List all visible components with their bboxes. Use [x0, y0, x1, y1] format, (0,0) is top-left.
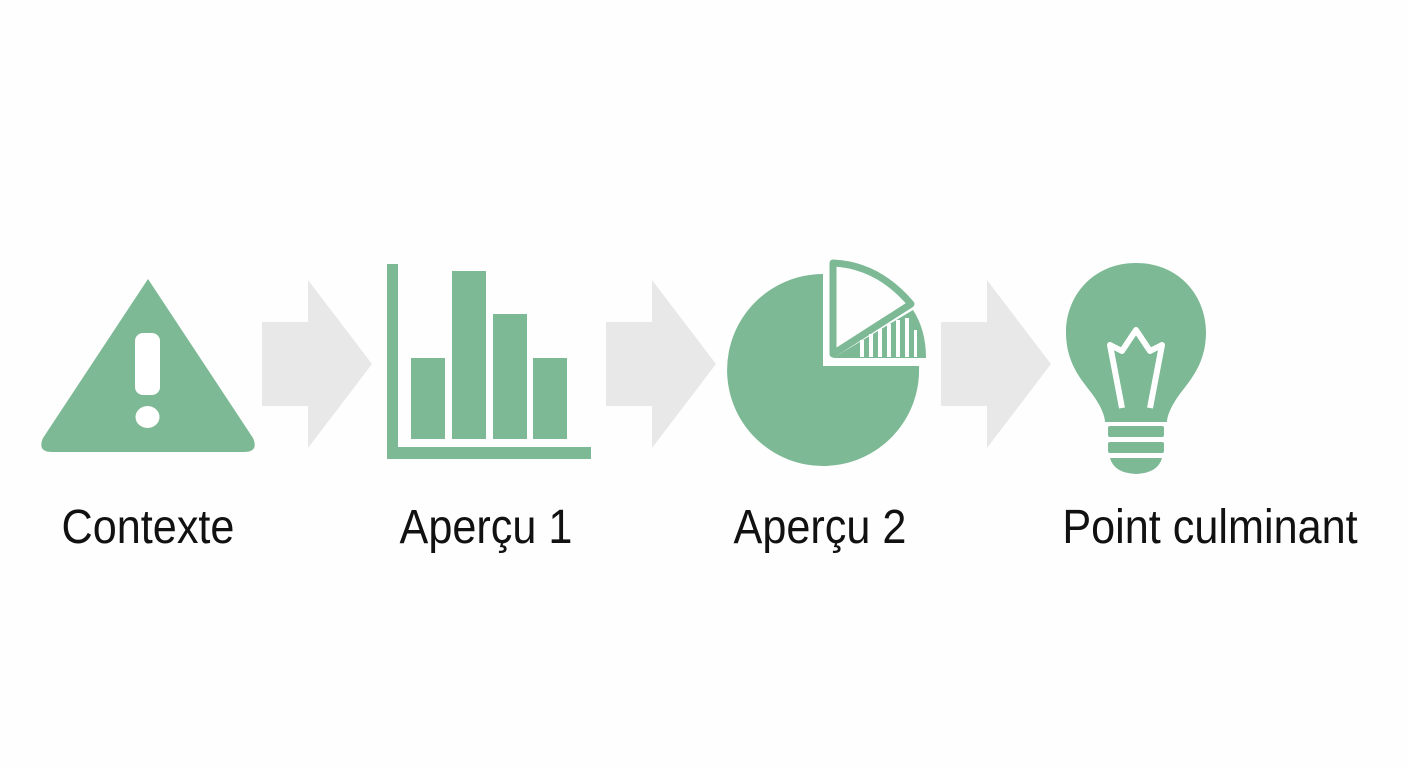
step-label-contexte: Contexte	[61, 501, 235, 554]
step-label-apercu-2: Aperçu 2	[733, 501, 907, 554]
arrow-right-icon	[941, 280, 1051, 448]
lightbulb-icon	[1066, 263, 1206, 474]
step-label-point-culminant: Point culminant	[1062, 501, 1358, 554]
arrow-right-icon	[606, 280, 716, 448]
warning-icon	[41, 279, 255, 452]
arrow-right-icon	[262, 280, 372, 448]
bar-chart-icon	[387, 264, 591, 459]
step-label-apercu-1: Aperçu 1	[399, 501, 573, 554]
pie-chart-icon	[727, 259, 926, 466]
